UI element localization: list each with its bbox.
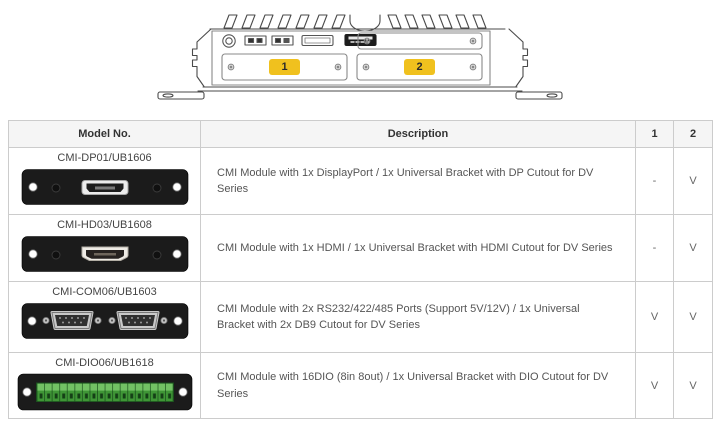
- dio-terminal-block-icon: [35, 382, 174, 402]
- header-slot1: 1: [635, 120, 674, 148]
- header-model-no: Model No.: [8, 120, 201, 148]
- header-description: Description: [200, 120, 636, 148]
- usb-port-filled-icon: [344, 33, 377, 47]
- table-row: CMI-COM06/UB1603: [8, 281, 713, 353]
- model-number: CMI-COM06/UB1603: [52, 286, 157, 298]
- slot1-plate: [221, 53, 348, 81]
- led-indicators-icon: [244, 35, 294, 46]
- hdmi-bracket-image: [21, 236, 188, 272]
- db9-connector-icon: [41, 311, 102, 330]
- slot1-compat: -: [635, 147, 674, 215]
- model-number: CMI-DIO06/UB1618: [55, 357, 154, 369]
- front-panel: [211, 30, 491, 86]
- slot2-compat: V: [673, 352, 713, 419]
- chassis-right-profile: [508, 28, 529, 88]
- displayport-bracket-image: [21, 169, 188, 205]
- slot1-label-badge: 1: [269, 59, 300, 75]
- header-slot2: 2: [673, 120, 713, 148]
- slot2-compat: V: [673, 281, 713, 353]
- model-number: CMI-DP01/UB1606: [57, 152, 152, 164]
- table-row: CMI-HD03/UB1608 CMI Module with 1x HDMI …: [8, 214, 713, 282]
- module-spec-table: Model No. Description 1 2 CMI-DP01/UB160…: [8, 120, 713, 419]
- module-description: CMI Module with 2x RS232/422/485 Ports (…: [200, 281, 636, 353]
- table-row: CMI-DP01/UB1606 CMI Module with 1x Displ…: [8, 147, 713, 215]
- table-header-row: Model No. Description 1 2: [8, 120, 713, 148]
- device-front-illustration: 1 2: [150, 2, 570, 108]
- model-number: CMI-HD03/UB1608: [57, 219, 152, 231]
- displayport-connector-icon: [81, 180, 128, 195]
- dio-terminal-bracket-image: [17, 373, 192, 411]
- table-row: CMI-DIO06/UB1618: [8, 352, 713, 419]
- blank-plate-top-right: [357, 32, 483, 50]
- heatsink-fins-right: [387, 14, 487, 29]
- usb-port-icon: [301, 34, 334, 47]
- slot2-compat: V: [673, 147, 713, 215]
- hdmi-connector-icon: [81, 246, 128, 261]
- db9-connector-icon: [107, 311, 168, 330]
- slot1-compat: V: [635, 281, 674, 353]
- chassis-left-profile: [191, 28, 212, 88]
- heatsink-fins-left: [223, 14, 346, 29]
- module-description: CMI Module with 1x HDMI / 1x Universal B…: [200, 214, 636, 282]
- dual-db9-bracket-image: [21, 303, 188, 339]
- module-description: CMI Module with 1x DisplayPort / 1x Univ…: [200, 147, 636, 215]
- slot2-label-badge: 2: [404, 59, 435, 75]
- chassis-drawing: [157, 14, 563, 100]
- module-description: CMI Module with 16DIO (8in 8out) / 1x Un…: [200, 352, 636, 419]
- mounting-foot-left: [157, 91, 205, 100]
- power-button-icon: [222, 34, 236, 48]
- slot1-compat: -: [635, 214, 674, 282]
- mounting-foot-right: [515, 91, 563, 100]
- slot2-compat: V: [673, 214, 713, 282]
- slot1-compat: V: [635, 352, 674, 419]
- slot2-plate: [356, 53, 483, 81]
